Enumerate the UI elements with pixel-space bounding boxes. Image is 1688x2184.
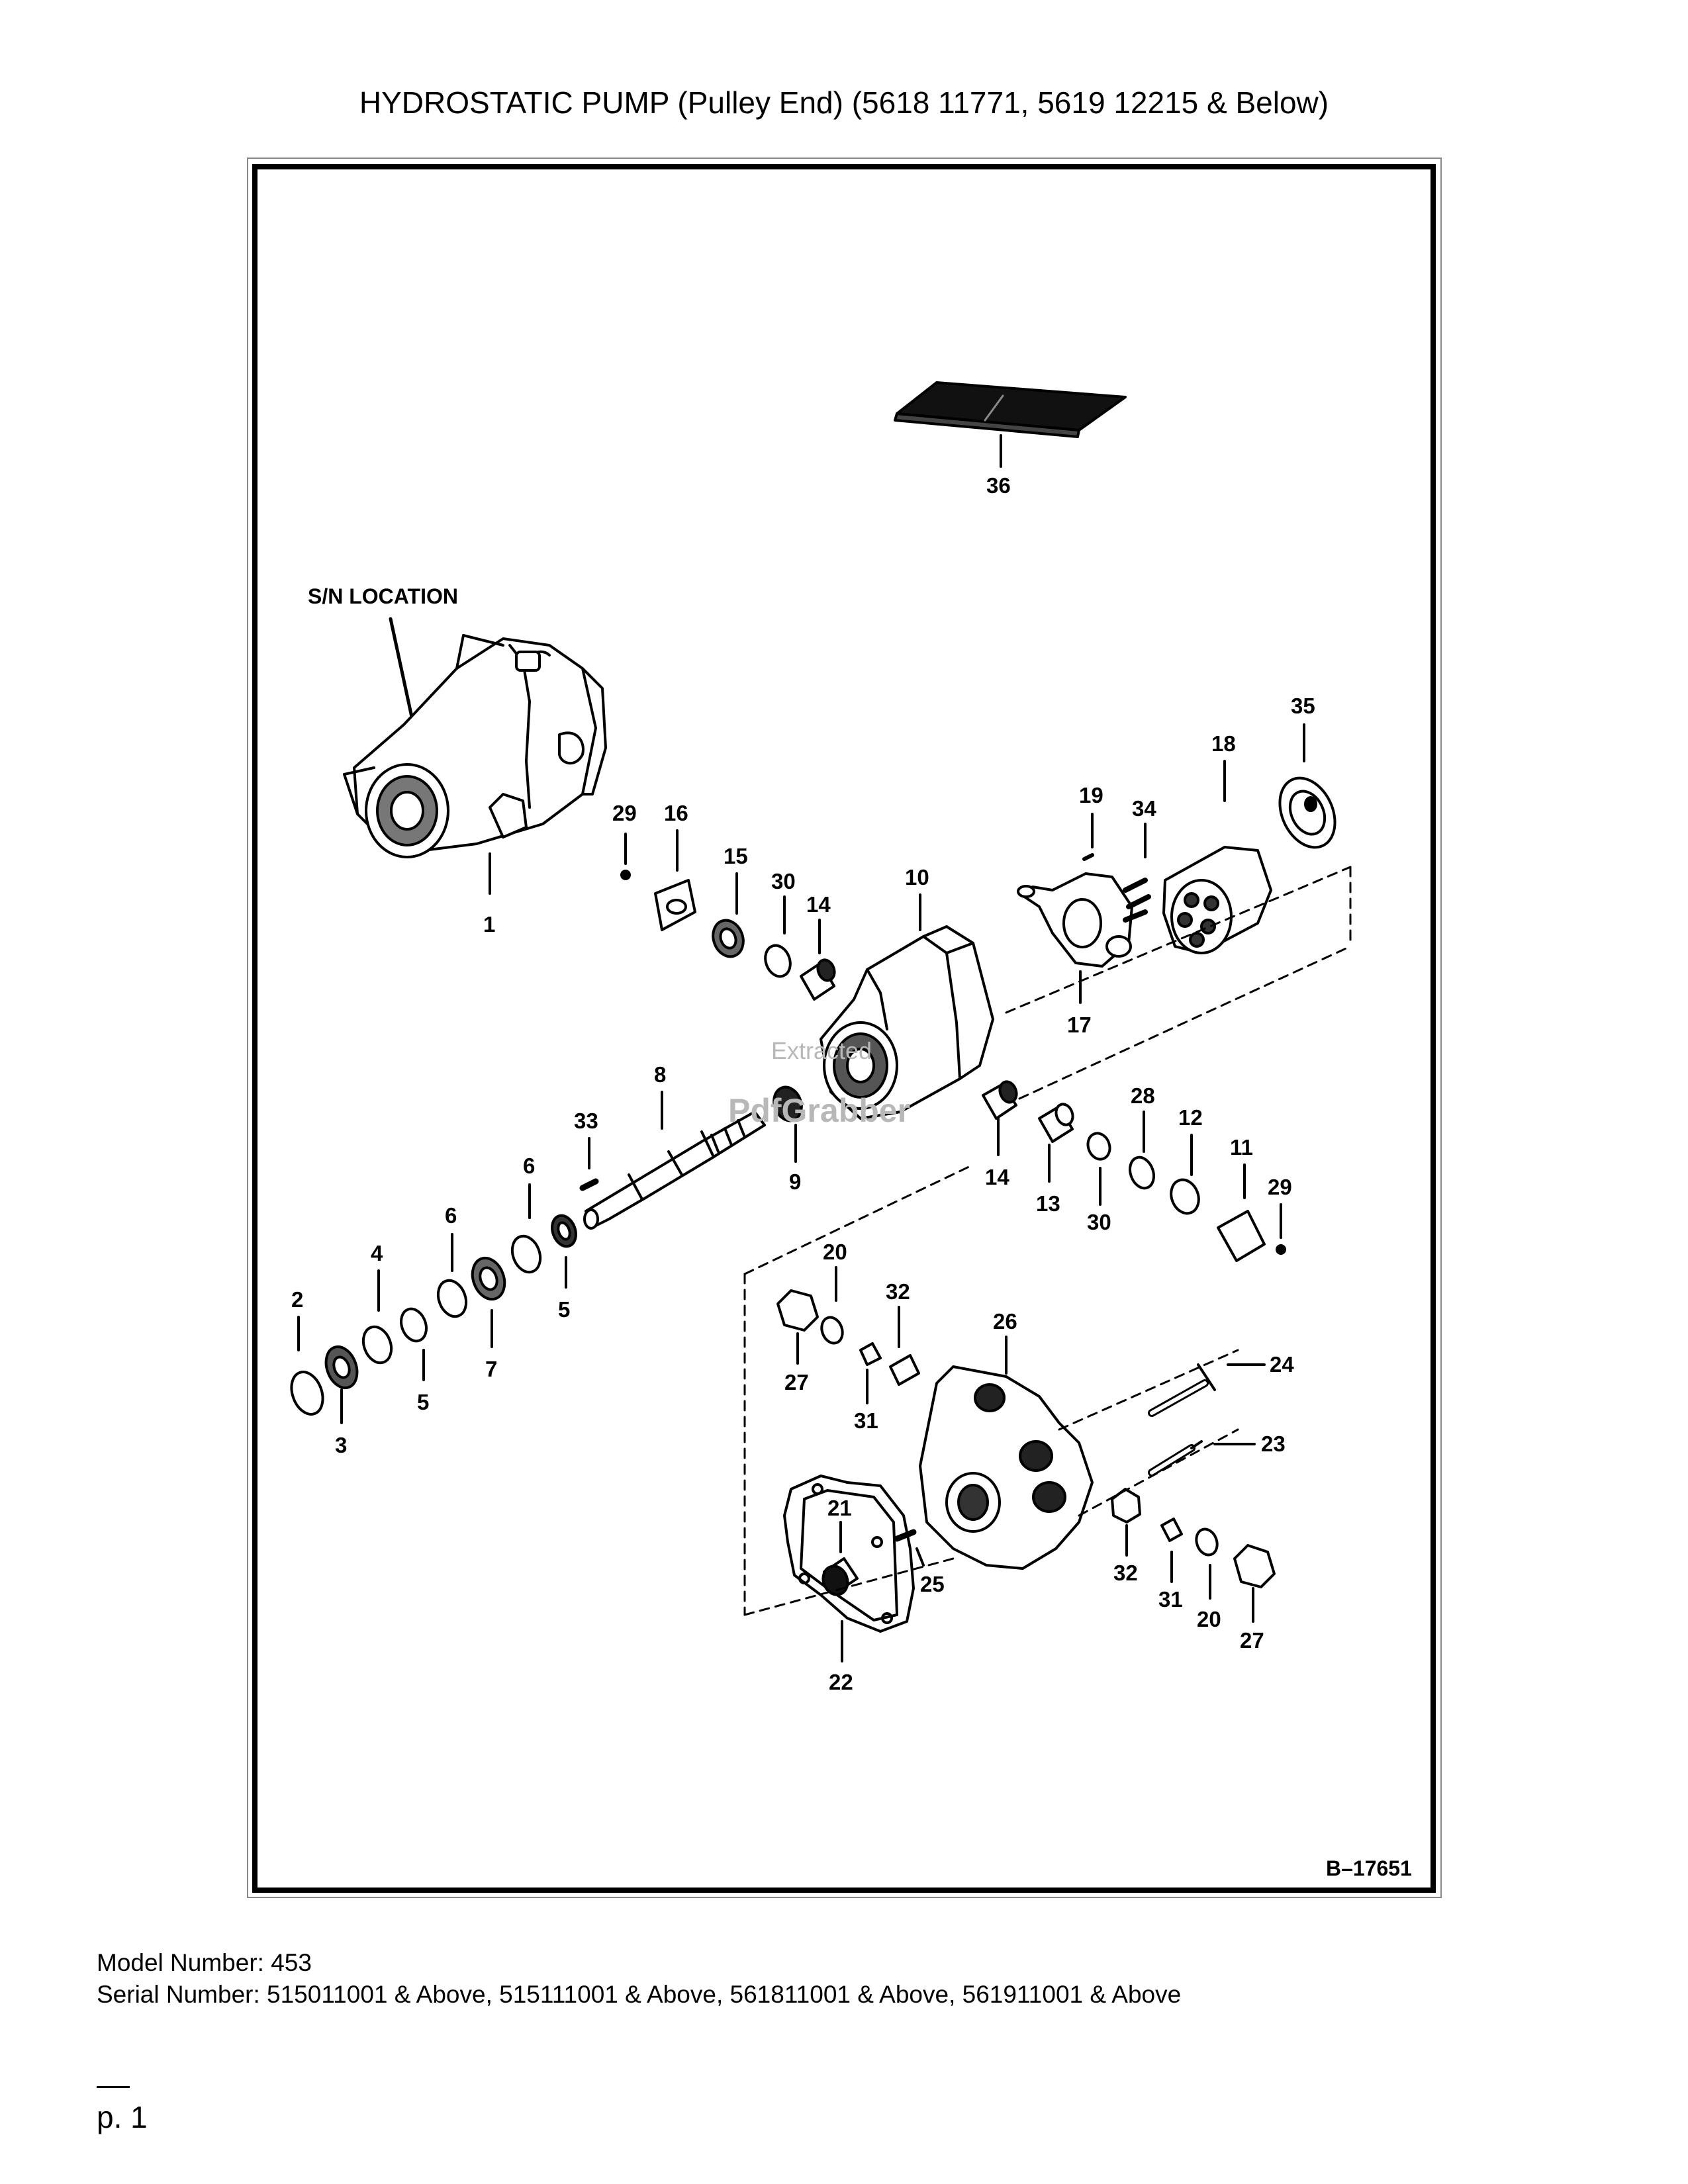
part-label: 16 [664,801,688,825]
part-label: 36 [986,473,1011,498]
lower-right-small-parts [982,1080,1286,1262]
part-label: 6 [523,1154,535,1178]
part-label: 27 [784,1370,809,1394]
part-label: 32 [886,1279,910,1304]
part-label: 1 [483,912,495,936]
gasket-part-22 [783,1475,925,1662]
end-cover-part-26 [919,1336,1266,1570]
part-label: 13 [1036,1191,1060,1216]
part-label: 23 [1261,1432,1286,1456]
part-label: 12 [1178,1105,1203,1130]
page-number: p. 1 [97,2100,148,2134]
page-title: HYDROSTATIC PUMP (Pulley End) (5618 1177… [359,85,1329,120]
part-label: 31 [1158,1587,1183,1612]
sn-location-label: S/N LOCATION [308,584,458,608]
part-label: 14 [806,892,831,917]
seal-stack-parts-2-to-7 [290,1183,577,1424]
drawing-id: B–17651 [1326,1856,1412,1880]
part-label: 26 [993,1309,1017,1334]
part-label: 29 [612,801,637,825]
part-label: 2 [291,1287,303,1312]
part-label: 3 [335,1433,347,1457]
part-label: 21 [827,1496,852,1520]
pump-assembly-part-1 [343,634,607,895]
upper-small-parts [620,829,836,1001]
part-label: 30 [1087,1210,1111,1234]
part-label: 22 [829,1670,853,1694]
watermark-extracted: Extracted [771,1037,872,1064]
diagram-frame [252,164,1436,1893]
part-label: 31 [854,1408,878,1433]
check-valve-group-lower [1111,1488,1276,1623]
part-label: 4 [371,1241,383,1265]
part-label: 27 [1240,1628,1264,1653]
watermark-pdfgrabber: PdfGrabber [728,1092,910,1129]
exploded-parts-diagram: Extracted PdfGrabber S/N LOCATION B–1765… [290,381,1412,1880]
part-label: 11 [1230,1135,1253,1160]
diagram-frame-outer [247,158,1442,1898]
part-label: 7 [485,1357,497,1381]
part-label: 32 [1113,1561,1138,1585]
check-valve-group-upper [776,1266,920,1404]
swashplate-and-rotating-group [1017,723,1336,1004]
part-label: 17 [1067,1013,1092,1037]
part-label: 5 [558,1297,570,1322]
part-label: 35 [1291,694,1315,718]
part-label: 5 [417,1390,429,1414]
part-label: 28 [1131,1083,1155,1108]
shaft-part-8 [583,1091,766,1230]
serial-number: Serial Number: 515011001 & Above, 515111… [97,1981,1182,2008]
bearing-part-9 [773,1085,803,1163]
part-label: 20 [1197,1607,1221,1631]
part-label: 20 [823,1240,847,1264]
part-label: 24 [1270,1352,1294,1377]
part-label: 30 [771,869,796,893]
key-part-33 [579,1137,599,1191]
decal-part-36 [894,381,1127,468]
housing-part-10 [820,893,994,1120]
part-label: 15 [724,844,748,868]
part-label: 33 [574,1109,598,1133]
part-label: 18 [1211,731,1236,756]
part-label: 9 [789,1169,801,1194]
part-label: 34 [1132,796,1156,821]
part-label: 29 [1268,1175,1292,1199]
part-label: 25 [920,1572,945,1596]
part-label: 10 [905,865,929,889]
part-label: 14 [985,1165,1009,1189]
assembly-dashed-lines [743,866,1352,1616]
part-label: 19 [1079,783,1103,807]
model-number: Model Number: 453 [97,1949,312,1976]
part-label: 6 [445,1203,457,1228]
part-label: 8 [654,1062,666,1087]
page-footer-rule [97,2086,130,2088]
